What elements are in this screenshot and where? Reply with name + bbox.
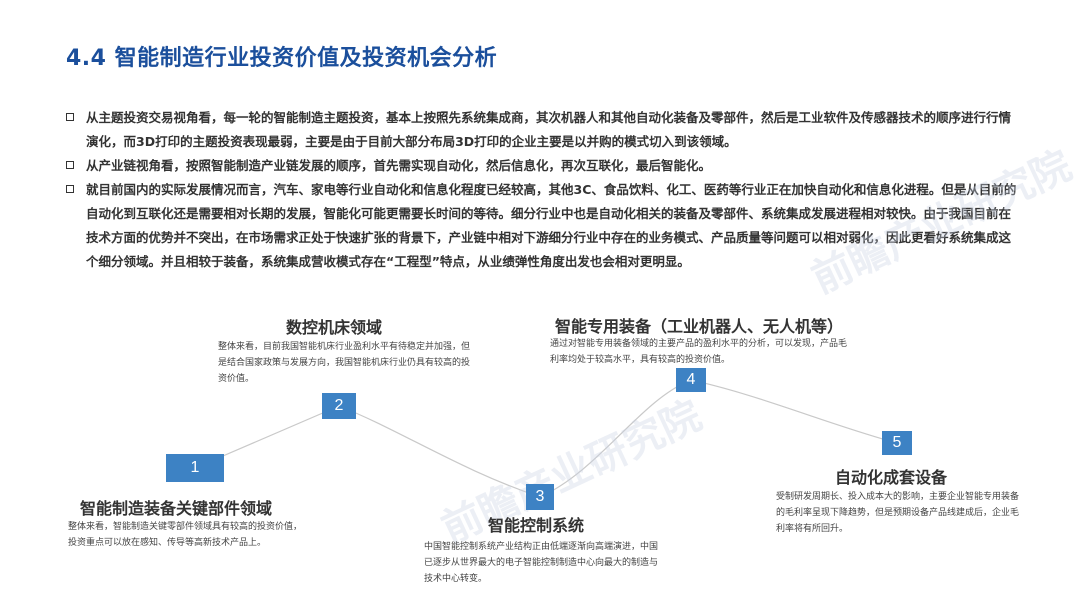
square-bullet-icon: [66, 113, 74, 121]
area-title-2: 数控机床领域: [286, 318, 383, 337]
area-desc-3: 中国智能控制系统产业结构正由低端逐渐向高端演进，中国已逐步从世界最大的电子智能控…: [424, 542, 659, 584]
area-desc-4: 通过对智能专用装备领域的主要产品的盈利水平的分析，可以发现，产品毛利率均处于较高…: [550, 339, 848, 365]
step-node-1: 1: [166, 454, 224, 482]
area-desc-5: 受制研发周期长、投入成本大的影响，主要企业智能专用装备的毛利率呈现下降趋势，但是…: [776, 492, 1020, 534]
connector-line: [194, 379, 898, 498]
area-title-4: 智能专用装备（工业机器人、无人机等）: [555, 317, 844, 336]
area-title-3: 智能控制系统: [488, 516, 585, 535]
bullet-text: 从产业链视角看，按照智能制造产业链发展的顺序，首先需实现自动化，然后信息化，再次…: [86, 158, 712, 173]
area-title-5: 自动化成套设备: [835, 468, 948, 487]
step-node-5: 5: [882, 431, 912, 455]
step-node-4: 4: [676, 368, 706, 392]
bullet-item: 从产业链视角看，按照智能制造产业链发展的顺序，首先需实现自动化，然后信息化，再次…: [62, 154, 1022, 178]
area-title-1: 智能制造装备关键部件领域: [80, 499, 273, 518]
bullet-text: 从主题投资交易视角看，每一轮的智能制造主题投资，基本上按照先系统集成商，其次机器…: [86, 110, 1012, 149]
square-bullet-icon: [66, 161, 74, 169]
step-node-3: 3: [526, 484, 554, 510]
area-desc-1: 整体来看，智能制造关键零部件领域具有较高的投资价值，投资重点可以放在感知、传导等…: [68, 522, 303, 548]
square-bullet-icon: [66, 185, 74, 193]
bullet-list: 从主题投资交易视角看，每一轮的智能制造主题投资，基本上按照先系统集成商，其次机器…: [62, 106, 1022, 274]
bullet-text: 就目前国内的实际发展情况而言，汽车、家电等行业自动化和信息化程度已经较高，其他3…: [86, 182, 1017, 269]
page-title: 4.4 智能制造行业投资价值及投资机会分析: [66, 46, 498, 71]
step-node-2: 2: [322, 393, 356, 419]
area-desc-2: 整体来看，目前我国智能机床行业盈利水平有待稳定并加强，但是结合国家政策与发展方向…: [218, 342, 471, 384]
bullet-item: 从主题投资交易视角看，每一轮的智能制造主题投资，基本上按照先系统集成商，其次机器…: [62, 106, 1022, 154]
bullet-item: 就目前国内的实际发展情况而言，汽车、家电等行业自动化和信息化程度已经较高，其他3…: [62, 178, 1022, 274]
